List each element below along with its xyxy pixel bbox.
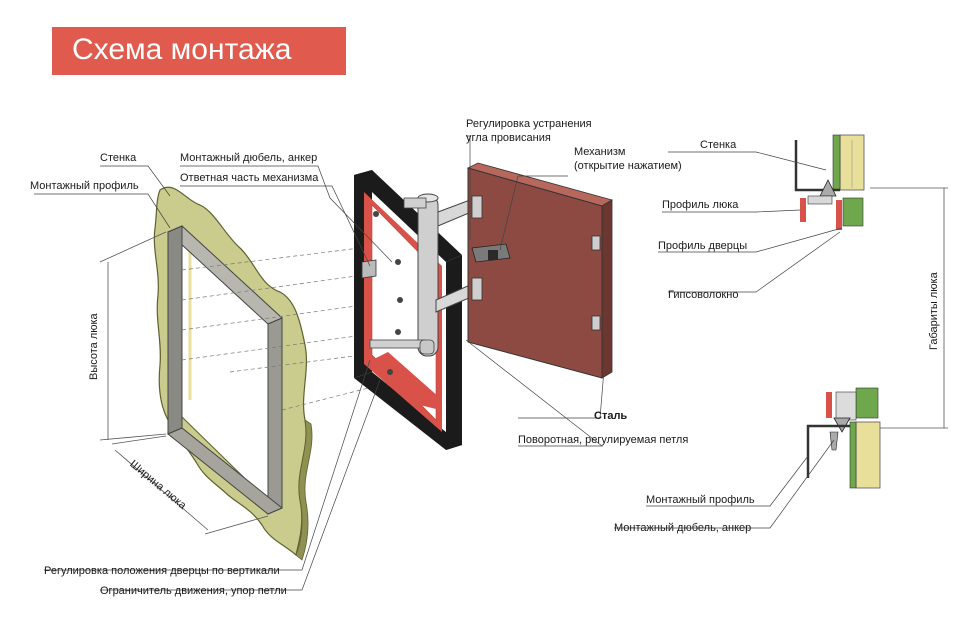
label-wall: Стенка <box>100 152 137 164</box>
leader-lines <box>34 135 843 591</box>
page-title: Схема монтажа <box>72 33 292 66</box>
label-sag-adjust-line2: угла провисания <box>466 132 551 144</box>
section-label-hatch-dims: Габариты люка <box>928 272 940 350</box>
dimension-lines-left <box>99 231 269 535</box>
label-mechanism-line1: Механизм <box>574 146 626 158</box>
section-label-wall: Стенка <box>700 139 737 151</box>
label-vertical-adjust: Регулировка положения дверцы по вертикал… <box>44 565 280 577</box>
section-label-gypsum-fiber: Гипсоволокно <box>668 289 739 301</box>
section-label-dowel-anchor: Монтажный дюбель, анкер <box>614 522 752 534</box>
title-banner: Схема монтажа <box>52 27 346 75</box>
label-sag-adjust-line1: Регулировка устранения <box>466 118 592 130</box>
mounting-profile-frame <box>167 225 283 515</box>
label-mechanism-line2: (открытие нажатием) <box>574 160 682 172</box>
section-bottom <box>806 387 881 489</box>
label-hatch-height: Высота люка <box>88 313 100 380</box>
label-mount-profile: Монтажный профиль <box>30 180 139 192</box>
door-panel <box>466 162 614 379</box>
label-steel: Сталь <box>594 410 628 422</box>
label-dowel-anchor: Монтажный дюбель, анкер <box>180 152 318 164</box>
label-mechanism-counterpart: Ответная часть механизма <box>180 172 319 184</box>
dimension-line-right <box>870 187 948 429</box>
label-motion-limiter: Ограничитель движения, упор петли <box>100 585 287 597</box>
section-top <box>794 134 865 230</box>
section-label-door-profile: Профиль дверцы <box>658 240 748 252</box>
label-hinge: Поворотная, регулируемая петля <box>518 434 689 446</box>
hinge-arms <box>369 193 477 375</box>
section-label-mount-profile: Монтажный профиль <box>646 494 755 506</box>
section-label-hatch-profile: Профиль люка <box>662 199 739 211</box>
